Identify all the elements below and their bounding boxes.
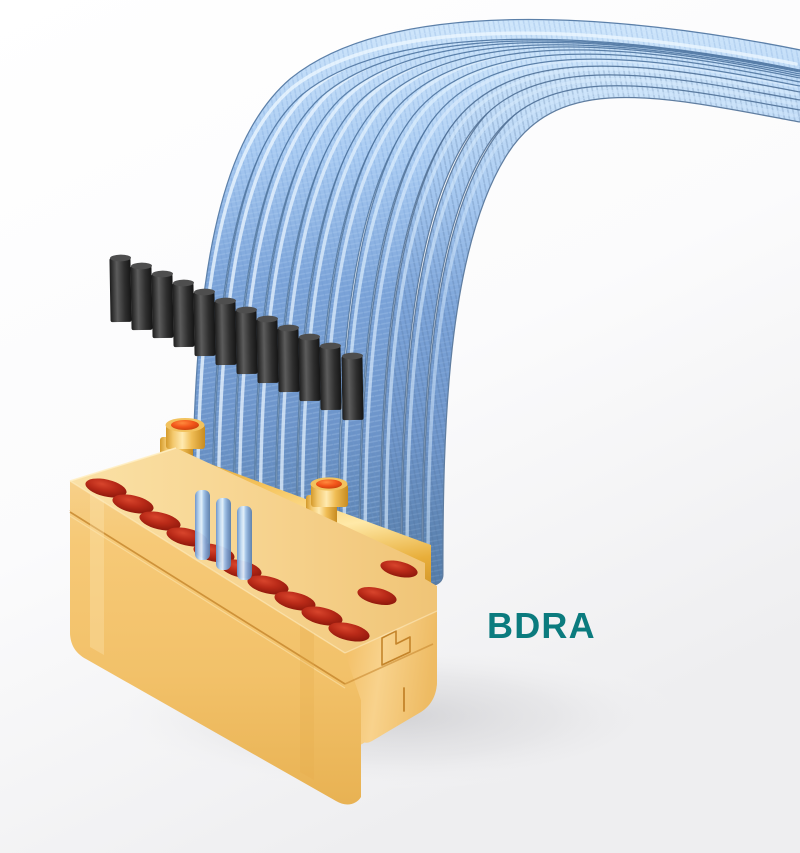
- heat-shrink-sleeve-row: [109, 254, 364, 421]
- barrel-cap: [316, 479, 342, 489]
- heat-shrink-sleeve: [151, 270, 174, 339]
- cable-feet: [195, 490, 252, 580]
- heat-shrink-sleeve: [341, 352, 364, 421]
- connector-top-face: [70, 448, 437, 653]
- heat-shrink-sleeve: [109, 254, 132, 323]
- connector-body-end: [345, 611, 437, 743]
- heat-shrink-sleeve: [298, 333, 321, 402]
- heat-shrink-sleeve: [235, 306, 258, 375]
- heat-shrink-sleeve: [172, 279, 195, 348]
- port: [247, 575, 289, 595]
- connector-notch: [381, 630, 411, 666]
- connector-block: [69, 418, 438, 805]
- heat-shrink-sleeve: [214, 297, 237, 366]
- port: [85, 478, 127, 498]
- heat-shrink-sleeve: [319, 342, 342, 411]
- heat-shrink-sleeve: [277, 324, 300, 393]
- heat-shrink-sleeve: [193, 288, 216, 357]
- port: [139, 511, 181, 531]
- port: [301, 606, 343, 626]
- heat-shrink-sleeve: [256, 315, 279, 384]
- cable-strand: [422, 77, 800, 586]
- port: [380, 560, 418, 578]
- port: [112, 494, 154, 514]
- port: [274, 591, 316, 611]
- cable-strand: [191, 18, 800, 586]
- heat-shrink-sleeve: [130, 262, 153, 331]
- barrel-cap: [171, 420, 199, 430]
- port: [328, 622, 370, 642]
- product-label-bdra: BDRA: [487, 605, 596, 646]
- port: [357, 586, 397, 606]
